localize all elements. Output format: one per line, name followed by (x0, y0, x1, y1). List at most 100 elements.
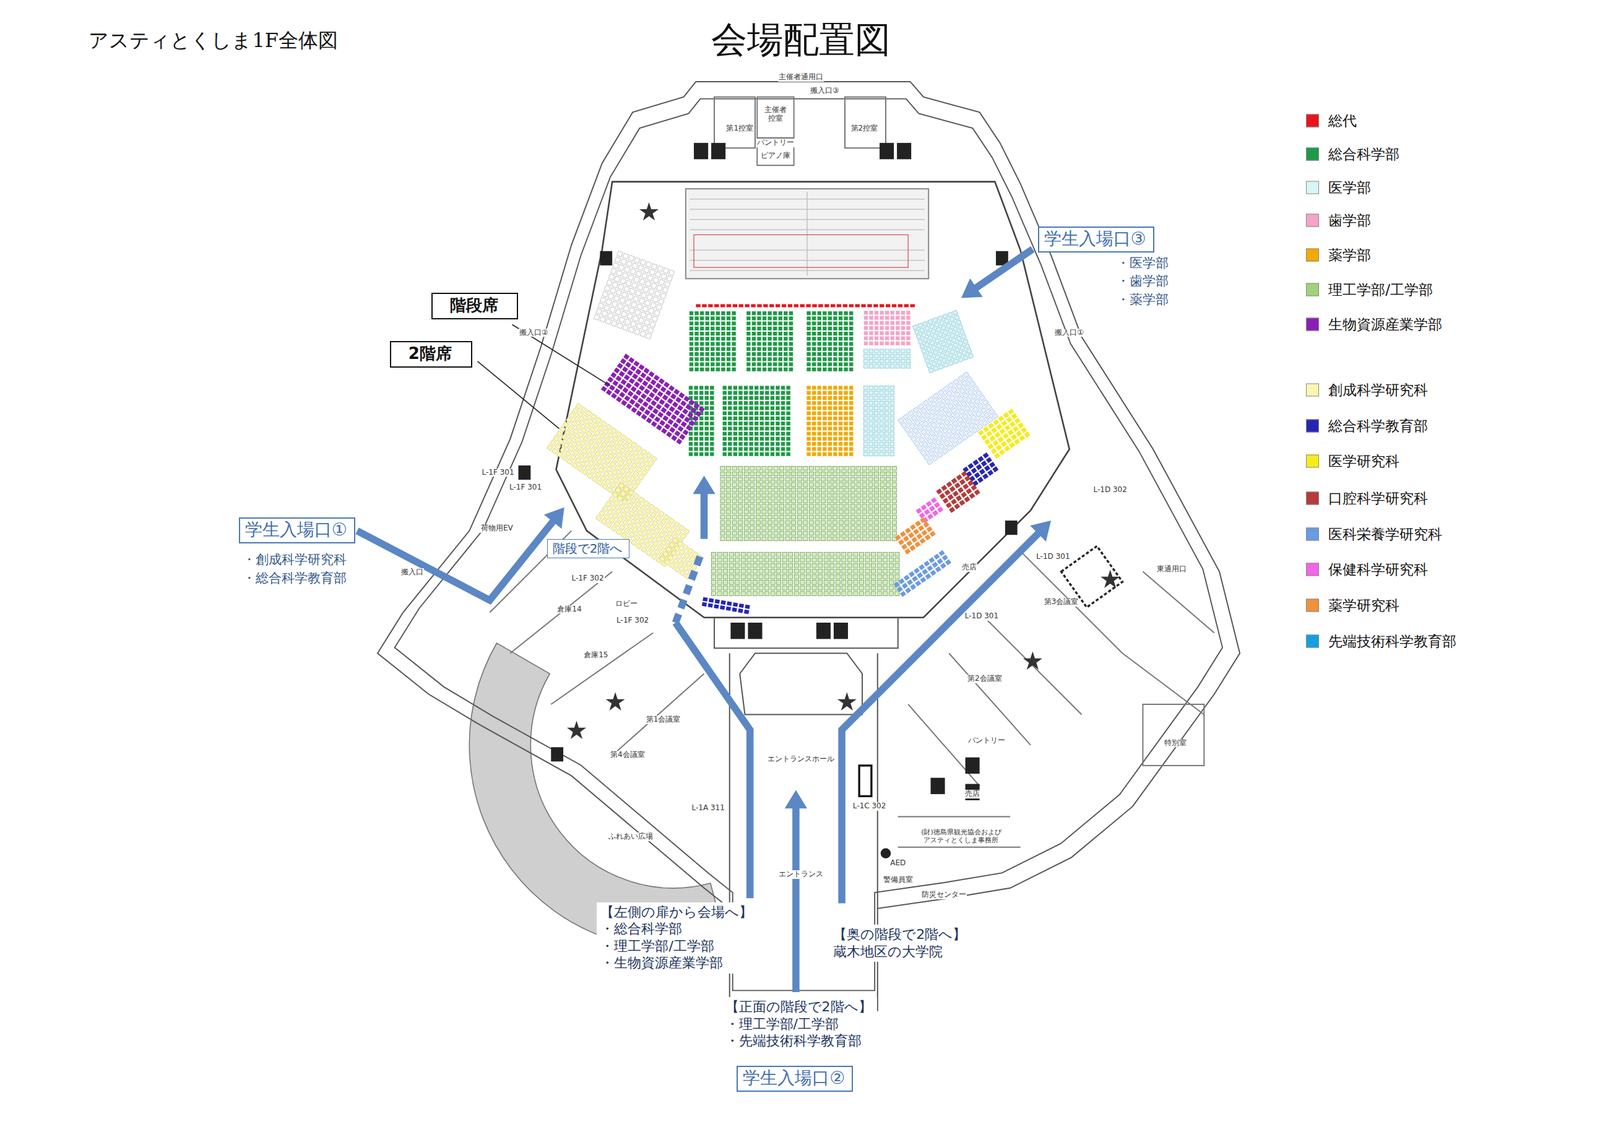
seat (800, 563, 805, 568)
seat (879, 426, 884, 431)
seat (822, 406, 827, 410)
seat (733, 426, 738, 431)
seat (605, 423, 613, 431)
seat (738, 536, 743, 541)
seat (709, 441, 714, 446)
seat (879, 354, 884, 358)
seat (689, 357, 694, 361)
seat (817, 436, 822, 441)
seat (750, 526, 755, 531)
seat (622, 253, 629, 260)
seat (767, 498, 772, 504)
seat (635, 290, 642, 297)
seat (755, 482, 761, 488)
seat (781, 446, 785, 451)
seat (833, 347, 837, 351)
seat (833, 514, 838, 520)
seat (901, 326, 905, 330)
seat (856, 498, 861, 504)
seat (711, 563, 716, 568)
seat (803, 526, 808, 531)
seat (838, 531, 844, 536)
seat (868, 526, 873, 531)
seat (835, 552, 840, 557)
seat (773, 347, 777, 351)
seat (610, 287, 617, 295)
seat (783, 311, 788, 316)
seat (679, 433, 686, 441)
seat (952, 326, 958, 332)
seat-block (546, 402, 657, 504)
seat (614, 256, 621, 264)
seat (704, 416, 709, 421)
seat (635, 389, 642, 396)
seat (843, 446, 848, 451)
seat (750, 531, 755, 536)
seat (826, 477, 832, 482)
seat (755, 520, 761, 525)
seat (783, 367, 788, 372)
seat (721, 357, 725, 361)
seat (731, 352, 736, 356)
seat (660, 386, 667, 393)
seat (838, 347, 843, 351)
room (1142, 704, 1204, 766)
seat (941, 357, 947, 363)
seat (812, 552, 817, 557)
seat (767, 509, 772, 514)
seat (843, 441, 848, 446)
seat (640, 259, 647, 266)
seat (830, 303, 835, 308)
seat (822, 352, 827, 356)
seat (844, 466, 850, 472)
seat (726, 531, 731, 536)
seat (788, 586, 793, 591)
seat (779, 498, 785, 504)
seat (906, 326, 910, 330)
seat (786, 401, 790, 405)
seat (818, 580, 823, 585)
seat (621, 292, 628, 299)
seat (704, 421, 709, 426)
seat (863, 406, 868, 410)
seat (720, 531, 725, 536)
seat (886, 471, 891, 476)
seat (868, 487, 873, 493)
seat (700, 321, 704, 326)
seat (615, 396, 623, 403)
seat (817, 432, 822, 436)
seat (812, 436, 816, 441)
seat (659, 419, 666, 426)
seat (699, 396, 704, 400)
seat (747, 586, 752, 591)
seat (888, 568, 894, 574)
seat (862, 526, 867, 531)
seat (615, 431, 623, 438)
seat (788, 552, 793, 557)
seat (844, 504, 850, 509)
seat (750, 536, 755, 541)
seat (822, 396, 827, 400)
seat (760, 416, 764, 421)
seat (761, 520, 767, 525)
seat (833, 311, 837, 316)
seat (770, 385, 775, 390)
seat (868, 493, 873, 498)
seat (700, 347, 704, 351)
seat (615, 308, 622, 316)
seat (833, 316, 837, 320)
seat (843, 336, 848, 341)
seat (720, 526, 725, 531)
seat (582, 414, 589, 421)
seat (786, 391, 790, 395)
seat (723, 552, 728, 557)
seat (869, 416, 873, 421)
seat (859, 575, 864, 580)
seat (890, 326, 895, 330)
seat (934, 322, 940, 328)
seat (754, 426, 759, 431)
seat (782, 575, 787, 580)
seat (705, 326, 710, 331)
seat (868, 466, 873, 472)
seat (689, 336, 694, 341)
